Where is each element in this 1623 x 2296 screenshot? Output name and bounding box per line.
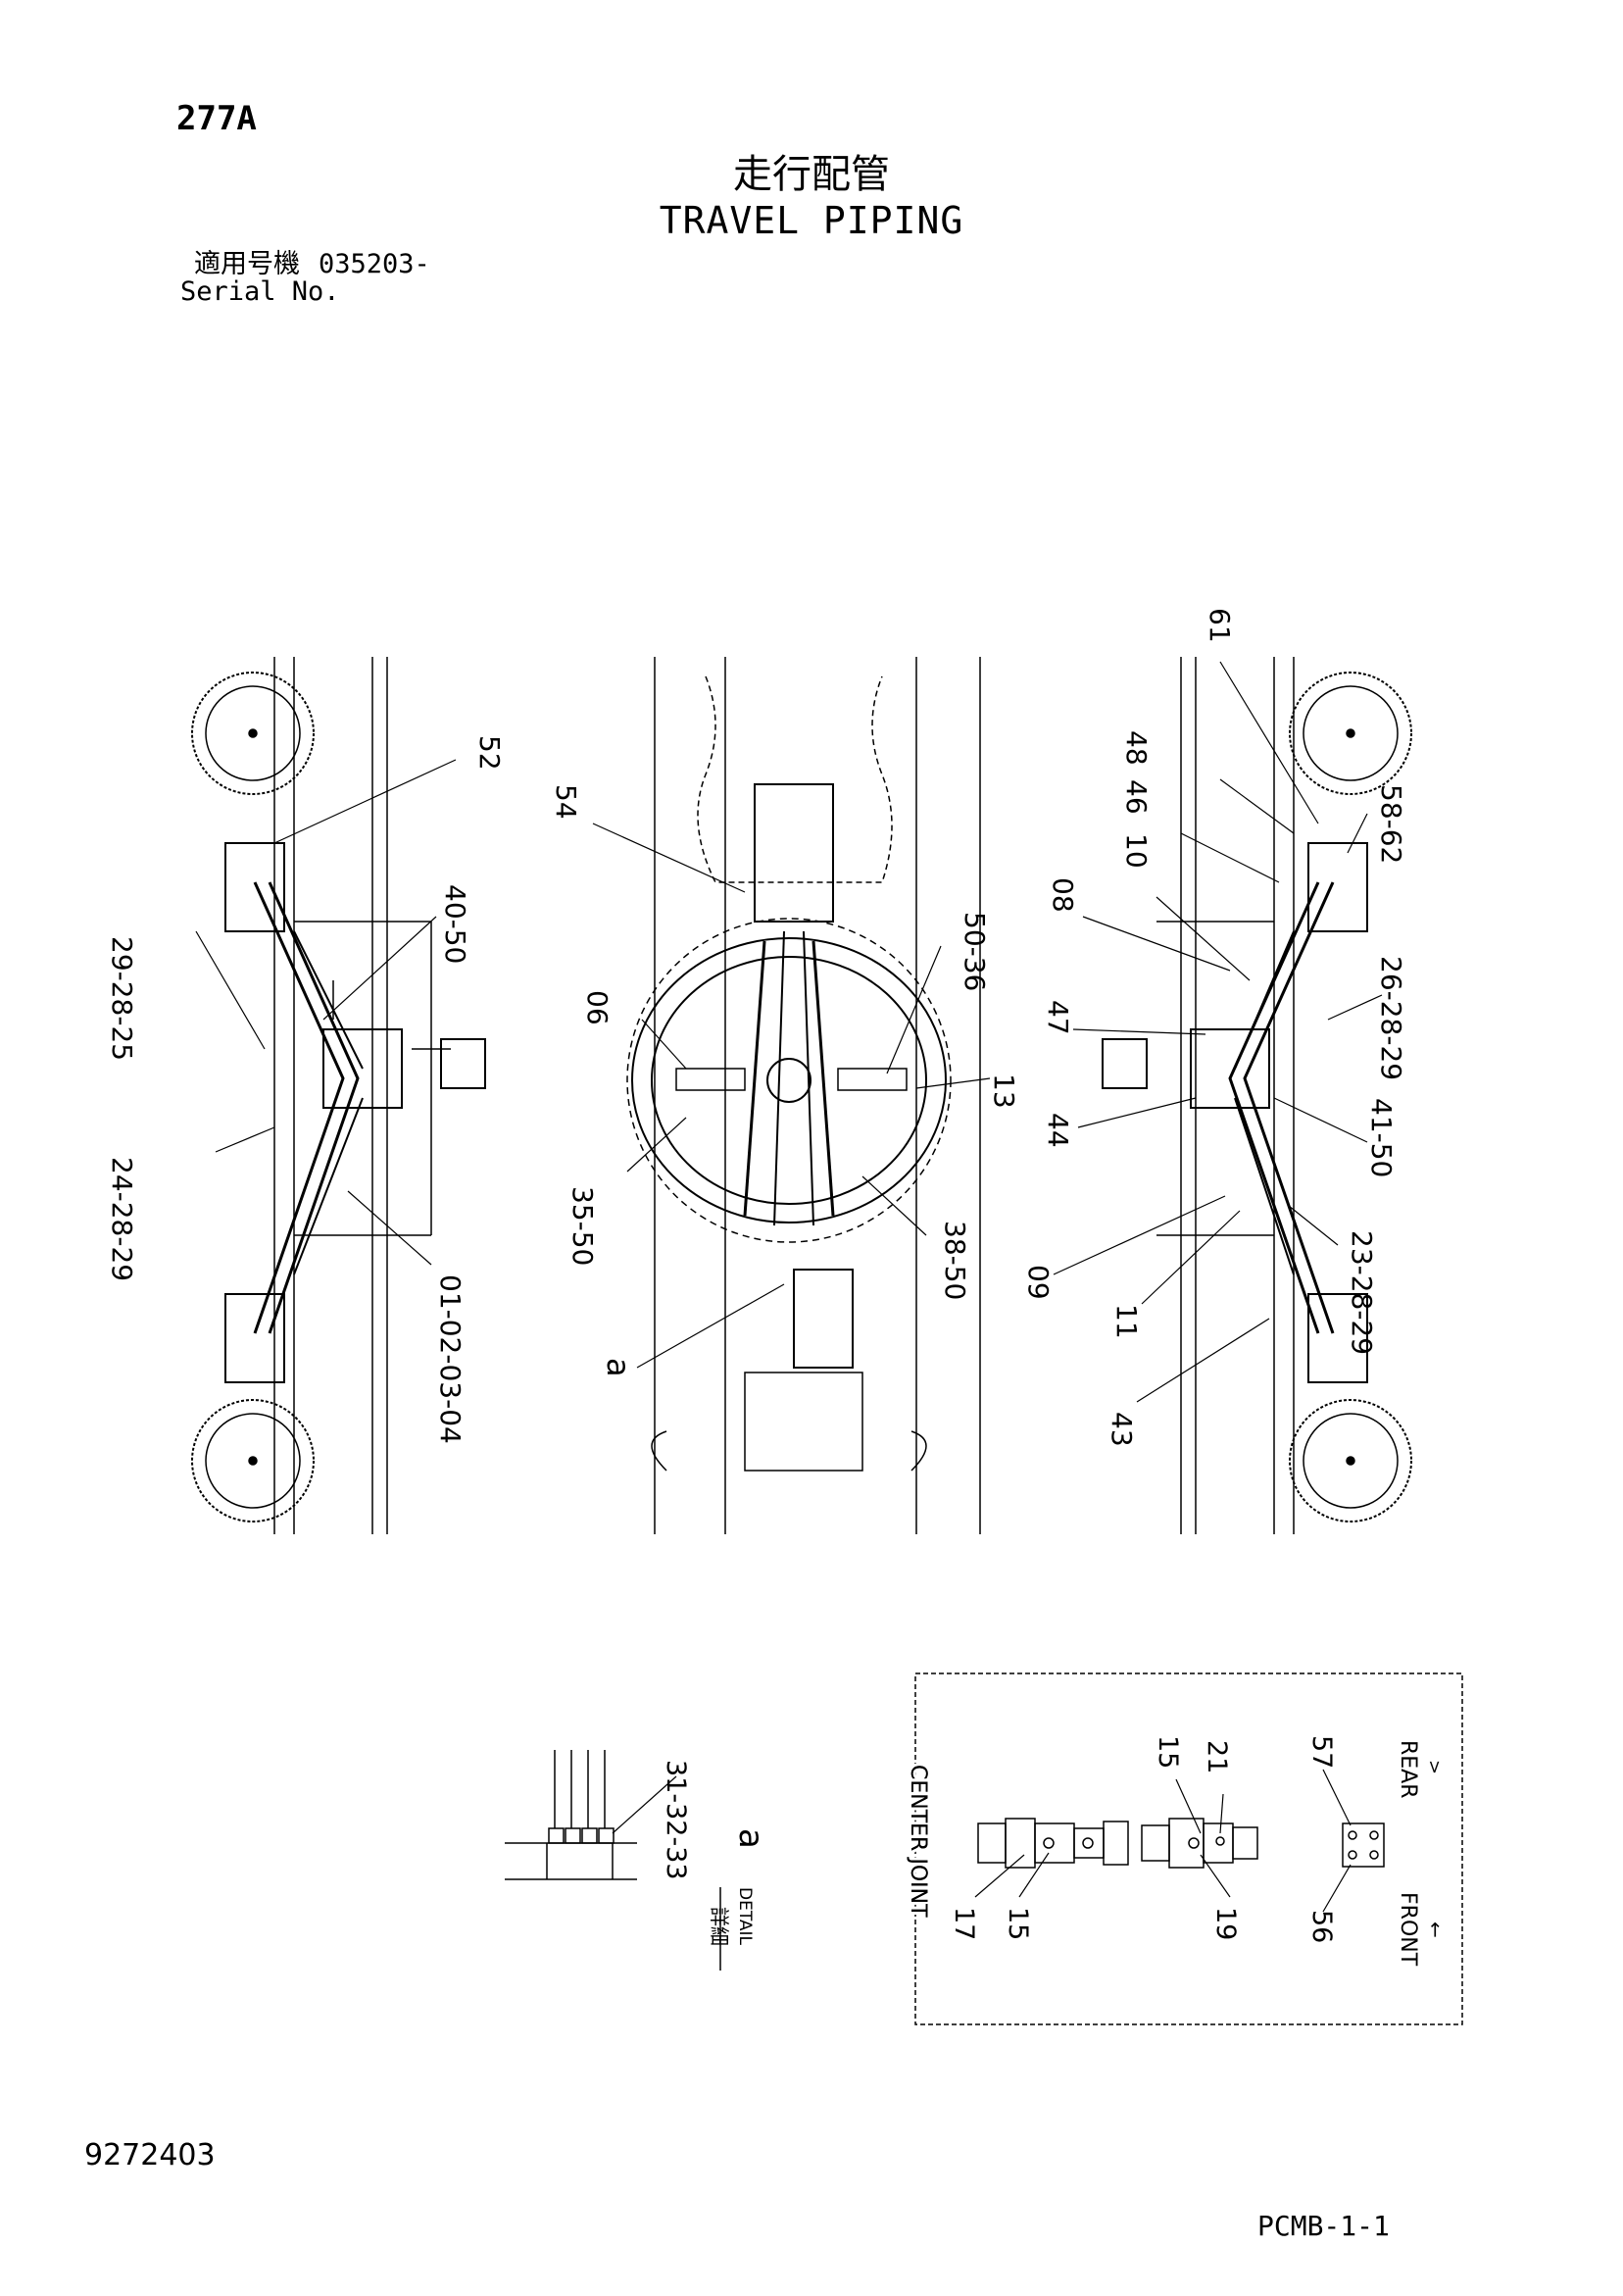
callout-43: 43 [1106, 1412, 1138, 1447]
callout-52: 52 [473, 735, 506, 771]
callout-44: 44 [1042, 1113, 1074, 1148]
center-swing-view [626, 657, 981, 1534]
callout-a: a [600, 1358, 637, 1377]
title-english: TRAVEL PIPING [659, 199, 964, 242]
right-view-leaders [1053, 661, 1383, 1403]
page-code: 277A [176, 99, 257, 138]
detail-a-label-group: 詳細 DETAIL a [708, 1828, 770, 1971]
sheet-code: PCMB-1-1 [1257, 2210, 1390, 2242]
callout-29-28-25: 29-28-25 [106, 936, 138, 1061]
callout-24-28-29: 24-28-29 [106, 1157, 138, 1281]
title-japanese: 走行配管 [733, 152, 890, 197]
detail-letter: a [731, 1828, 770, 1849]
callout-10: 10 [1120, 833, 1153, 869]
rear-direction-label: REAR [1396, 1740, 1420, 1799]
callout-08: 08 [1047, 877, 1079, 913]
center-joint-part-3 [1342, 1822, 1385, 1868]
serial-label-english: Serial No. [180, 276, 340, 307]
callout-17: 17 [949, 1907, 979, 1940]
callout-06: 06 [581, 990, 614, 1025]
center-joint-leaders [974, 1769, 1352, 1913]
rear-arrow-icon: > [1424, 1760, 1445, 1774]
callout-61: 61 [1204, 608, 1236, 643]
center-joint-title-overlay: CENTER JOINT [906, 1765, 930, 1918]
center-view-leaders [592, 823, 991, 1369]
callout-50-36: 50-36 [959, 912, 991, 991]
callout-58-62: 58-62 [1375, 784, 1407, 864]
callout-56: 56 [1306, 1910, 1337, 1943]
callout-13: 13 [988, 1073, 1020, 1109]
center-joint-title: CENTER JOINT [906, 1765, 930, 1918]
callout-21: 21 [1202, 1740, 1232, 1773]
callout-26-28-29: 26-28-29 [1375, 956, 1407, 1080]
callout-54: 54 [550, 784, 582, 820]
wheel-icon [191, 1399, 315, 1522]
detail-label-english: DETAIL [735, 1887, 755, 1946]
serial-number: 035203- [319, 249, 430, 279]
wheel-icon [191, 672, 315, 795]
document-number: 9272403 [84, 2138, 216, 2172]
callout-40-50: 40-50 [439, 884, 471, 964]
left-axle-view [191, 657, 486, 1534]
callout-38-50: 38-50 [939, 1221, 971, 1300]
callout-47: 47 [1042, 1000, 1074, 1035]
right-axle-view [1102, 657, 1412, 1534]
callout-01-02-03-04: 01-02-03-04 [434, 1274, 467, 1444]
center-joint-part-2 [1141, 1818, 1258, 1869]
wheel-icon [1289, 1399, 1412, 1522]
callout-23-28-29: 23-28-29 [1346, 1230, 1378, 1355]
callout-15-lower: 15 [1003, 1907, 1033, 1940]
callout-46: 46 [1120, 779, 1153, 815]
detail-a-leader [612, 1775, 677, 1834]
wheel-icon [1289, 672, 1412, 795]
left-view-leaders [195, 759, 457, 1266]
callout-09: 09 [1022, 1265, 1055, 1300]
callout-41-50: 41-50 [1365, 1098, 1398, 1177]
callout-15-upper: 15 [1153, 1735, 1183, 1769]
detail-a-drawing [505, 1750, 637, 1880]
center-joint-frame [914, 1672, 1463, 2025]
detail-label-japanese: 詳細 [708, 1907, 731, 1946]
center-joint-part-1 [977, 1818, 1129, 1869]
callout-19: 19 [1210, 1907, 1241, 1940]
callout-35-50: 35-50 [566, 1186, 599, 1266]
front-direction-label: FRONT [1396, 1892, 1420, 1967]
callout-57: 57 [1306, 1735, 1337, 1769]
callout-31-32-33: 31-32-33 [661, 1760, 691, 1880]
front-arrow-icon: ← [1424, 1922, 1448, 1938]
serial-label-japanese: 適用号機 [194, 249, 300, 279]
callout-48: 48 [1120, 730, 1153, 766]
callout-11: 11 [1110, 1304, 1143, 1339]
